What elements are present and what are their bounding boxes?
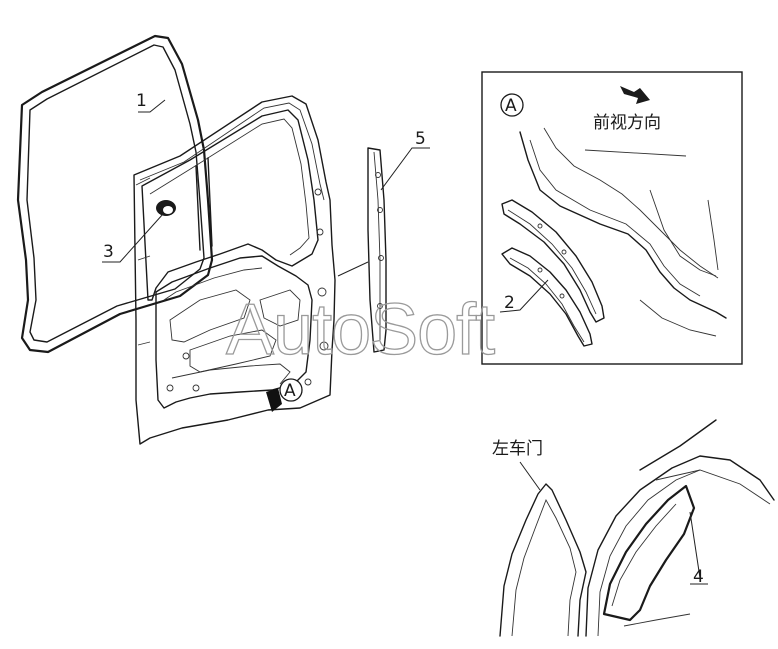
detail-a-marker-text: A	[284, 381, 296, 401]
channel-strip	[337, 147, 387, 353]
callout-3-label: 3	[103, 242, 114, 262]
callout-1-label: 1	[136, 91, 147, 111]
callout-5-label: 5	[415, 129, 426, 149]
grommet-plug	[156, 200, 176, 216]
left-door-label: 左车门	[492, 439, 543, 459]
detail-a-box-marker: A	[505, 96, 517, 116]
view-direction-arrow-icon	[620, 86, 650, 104]
door-inner-panel	[133, 95, 336, 445]
callout-2-label: 2	[504, 293, 515, 313]
view-direction-label: 前视方向	[593, 113, 661, 133]
autosoft-watermark: AutoSoft	[226, 290, 495, 370]
detail-view-a-box: A 前视方向 2	[481, 71, 743, 365]
left-door-corner-view: 左车门 4	[492, 419, 775, 637]
detail-a-marker-on-door: A	[279, 378, 303, 402]
callout-4-label: 4	[693, 567, 704, 587]
door-seal-ring	[16, 34, 214, 354]
